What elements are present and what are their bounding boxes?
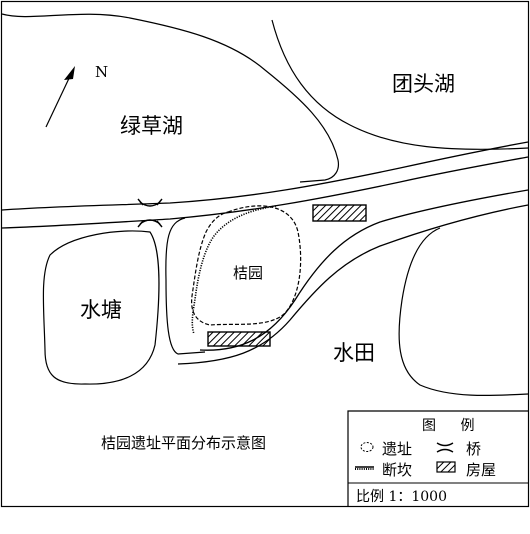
north-label: N	[95, 63, 109, 81]
lvcao-lake-shore	[1, 13, 340, 183]
bridge-icon	[137, 198, 163, 228]
scarp-line	[191, 205, 277, 335]
garden-field-outline	[165, 217, 206, 355]
tuantou-lake-shore	[271, 19, 529, 150]
legend-bridge-label: 桥	[466, 440, 482, 458]
legend-box	[347, 410, 528, 506]
place-label-garden: 桔园	[233, 264, 264, 282]
legend-site-label: 遗址	[382, 440, 413, 458]
scarp-icon	[355, 466, 374, 470]
place-label-tuantou-lake: 团头湖	[392, 72, 455, 96]
legend-scale: 比例 1：1000	[356, 489, 447, 505]
road-south-edge	[1, 156, 529, 229]
map-caption: 桔园遗址平面分布示意图	[101, 434, 267, 452]
house-north	[312, 204, 367, 222]
place-label-lvcao-lake: 绿草湖	[120, 114, 183, 138]
pond-outline	[42, 230, 160, 385]
bridge-legend-icon	[436, 442, 454, 453]
site-outline-icon	[360, 442, 374, 452]
field-road-lower	[177, 204, 529, 365]
legend-scarp-label: 断坎	[382, 461, 413, 479]
north-arrow-icon	[45, 66, 75, 128]
legend-title: 图 例	[422, 418, 485, 434]
house-legend-icon	[436, 461, 456, 473]
site-outline	[191, 205, 302, 326]
field-road-upper	[199, 189, 529, 351]
road-north-edge	[1, 141, 529, 211]
map-frame	[0, 0, 530, 508]
legend-house-label: 房屋	[466, 461, 497, 479]
place-label-pond: 水塘	[80, 298, 122, 322]
place-label-paddy: 水田	[333, 341, 375, 365]
house-south	[207, 331, 271, 347]
paddy-boundary	[398, 227, 529, 397]
